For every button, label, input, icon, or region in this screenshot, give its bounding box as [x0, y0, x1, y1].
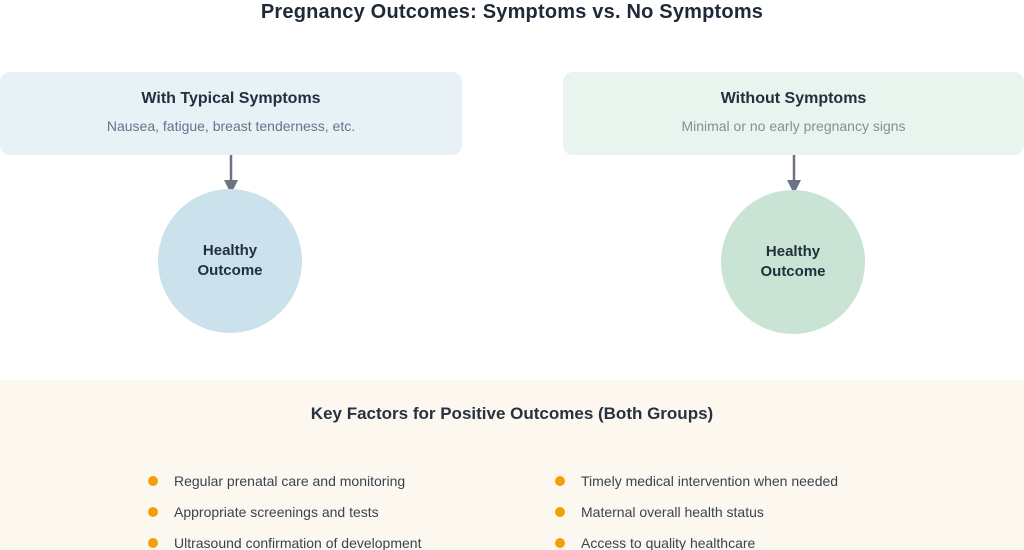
- without-symptoms-title: Without Symptoms: [720, 90, 867, 107]
- without-symptoms-subtitle: Minimal or no early pregnancy signs: [681, 118, 906, 134]
- bullet-dot-icon: [148, 475, 158, 486]
- key-factors-list-right: Timely medical intervention when needed …: [555, 465, 838, 550]
- factor-text: Access to quality healthcare: [581, 534, 756, 550]
- list-item: Regular prenatal care and monitoring: [148, 465, 421, 496]
- list-item: Timely medical intervention when needed: [555, 465, 838, 496]
- factor-text: Timely medical intervention when needed: [581, 472, 839, 489]
- factor-text: Ultrasound confirmation of development: [174, 534, 422, 550]
- without-symptoms-header-box: Without Symptoms Minimal or no early pre…: [563, 72, 1024, 155]
- key-factors-title: Key Factors for Positive Outcomes (Both …: [310, 404, 714, 423]
- factor-text: Regular prenatal care and monitoring: [174, 472, 406, 489]
- arrow-down-icon: [224, 155, 238, 194]
- list-item: Appropriate screenings and tests: [148, 496, 421, 527]
- list-item: Maternal overall health status: [555, 496, 838, 527]
- key-factors-list-left: Regular prenatal care and monitoring App…: [148, 465, 421, 550]
- key-factors-section: Key Factors for Positive Outcomes (Both …: [0, 380, 1024, 550]
- bullet-dot-icon: [555, 537, 565, 548]
- bullet-dot-icon: [148, 537, 158, 548]
- list-item: Access to quality healthcare: [555, 527, 838, 550]
- bullet-dot-icon: [555, 475, 565, 486]
- healthy-outcome-label-right: Healthy Outcome: [760, 243, 826, 280]
- factor-text: Maternal overall health status: [581, 503, 764, 520]
- healthy-outcome-circle-right: Healthy Outcome: [721, 190, 865, 334]
- bullet-dot-icon: [148, 506, 158, 517]
- with-symptoms-header-box: With Typical Symptoms Nausea, fatigue, b…: [0, 72, 462, 155]
- list-item: Ultrasound confirmation of development: [148, 527, 421, 550]
- with-symptoms-title: With Typical Symptoms: [141, 90, 321, 107]
- healthy-outcome-label-left: Healthy Outcome: [197, 242, 263, 279]
- factor-text: Appropriate screenings and tests: [174, 503, 379, 520]
- healthy-outcome-circle-left: Healthy Outcome: [158, 189, 302, 333]
- arrow-down-icon: [787, 155, 801, 194]
- page-title: Pregnancy Outcomes: Symptoms vs. No Symp…: [260, 1, 764, 23]
- with-symptoms-subtitle: Nausea, fatigue, breast tenderness, etc.: [106, 118, 356, 134]
- bullet-dot-icon: [555, 506, 565, 517]
